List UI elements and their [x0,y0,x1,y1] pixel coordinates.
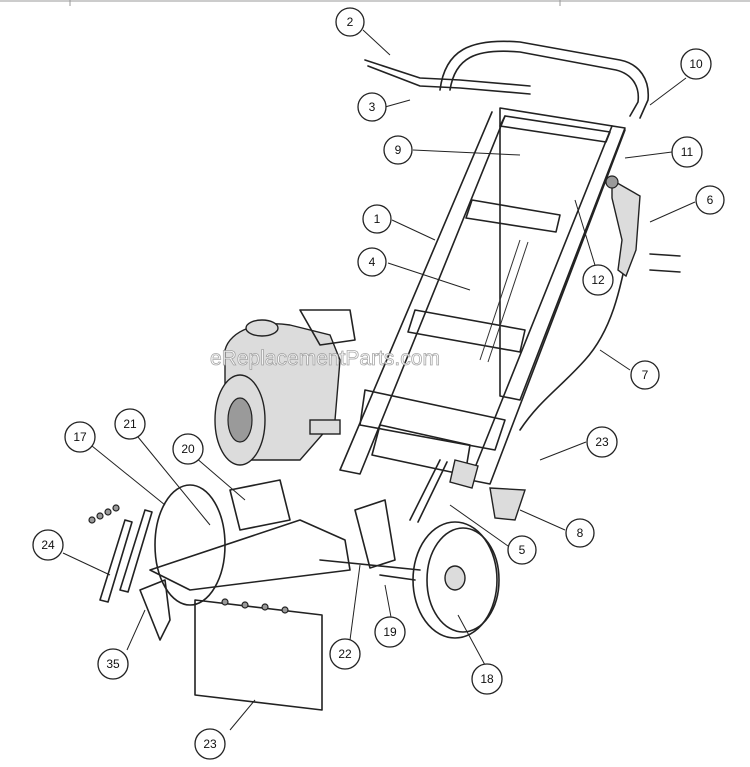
control-lever [605,175,681,278]
svg-text:17: 17 [73,430,87,444]
svg-text:18: 18 [480,672,494,686]
callout-5: 5 [507,535,537,565]
svg-text:11: 11 [681,145,694,159]
cutter-teeth [88,504,153,603]
svg-text:3: 3 [369,100,376,114]
svg-text:8: 8 [577,526,584,540]
svg-text:6: 6 [707,193,714,207]
svg-text:2: 2 [347,15,354,29]
callout-9: 9 [383,135,413,165]
callout-1: 1 [362,204,392,234]
svg-text:22: 22 [338,647,352,661]
svg-text:9: 9 [395,143,402,157]
svg-text:23: 23 [595,435,609,449]
callout-6: 6 [695,185,725,215]
callout-12: 12 [582,264,614,296]
callout-35: 35 [97,648,129,680]
leader-lines [62,29,696,731]
callout-18: 18 [471,663,503,695]
callout-21: 21 [114,408,146,440]
svg-text:20: 20 [181,442,195,456]
svg-text:4: 4 [369,255,376,269]
svg-text:10: 10 [689,57,703,71]
svg-text:5: 5 [519,543,526,557]
callout-7: 7 [630,360,660,390]
callout-3: 3 [357,92,387,122]
svg-text:19: 19 [383,625,397,639]
watermark: eReplacementParts.com [210,347,440,370]
svg-text:35: 35 [106,657,120,671]
svg-text:24: 24 [41,538,55,552]
main-frame [339,107,626,489]
callout-17: 17 [64,421,96,453]
engine [214,309,356,466]
callout-19: 19 [374,616,406,648]
cutter-arm [149,479,421,591]
bracket [489,487,526,521]
callout-8: 8 [565,518,595,548]
callout-10: 10 [680,48,712,80]
flap-bolts [221,598,289,614]
svg-text:21: 21 [123,417,137,431]
callout-24: 24 [32,529,64,561]
throttle-cable [519,249,629,431]
callout-4: 4 [357,247,387,277]
svg-text:12: 12 [591,273,605,287]
callout-20: 20 [172,433,204,465]
wheel [379,521,500,639]
callout-23-bottom: 23 [194,728,226,760]
callout-2: 2 [335,7,365,37]
callout-11: 11 [671,136,703,168]
svg-text:7: 7 [642,368,649,382]
svg-text:1: 1 [374,212,381,226]
callout-22: 22 [329,638,361,670]
svg-text:23: 23 [203,737,217,751]
pull-rod [409,459,448,523]
guard-flap [194,599,323,711]
callout-23-top: 23 [586,426,618,458]
handle-bar [364,40,649,119]
